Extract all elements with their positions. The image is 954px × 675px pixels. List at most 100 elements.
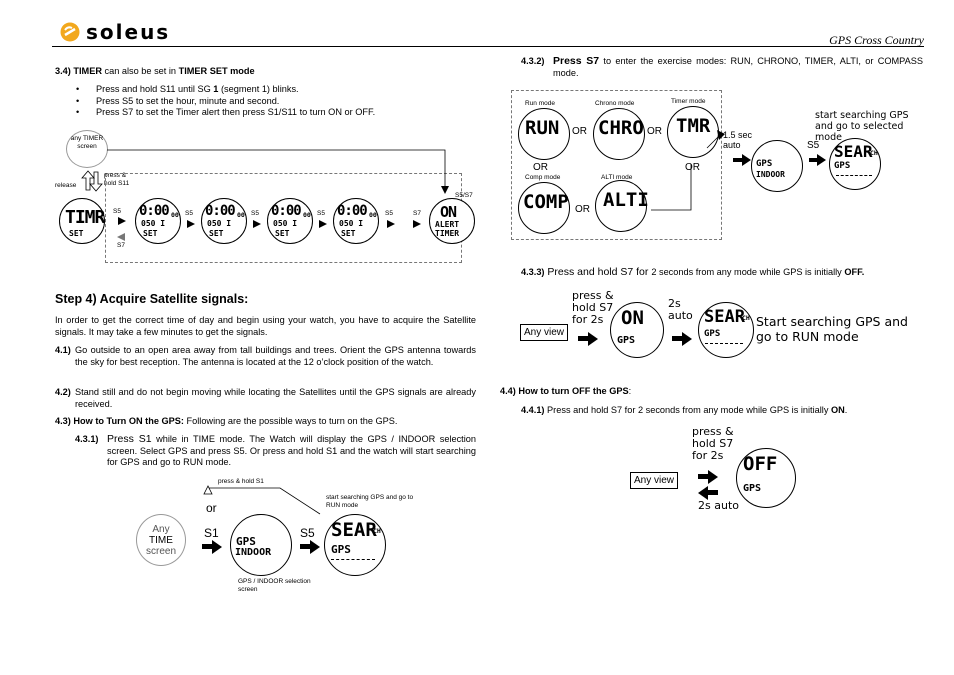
timer-watch-6: ON ALERT TIMER xyxy=(429,198,475,244)
right-arrow-icon xyxy=(187,220,195,228)
start-search-selected-label: start searching GPS and go to selected m… xyxy=(815,110,909,143)
right-arrow-icon xyxy=(118,217,126,225)
start-search-run-label: Start searching GPS and go to RUN mode xyxy=(756,314,908,344)
s34-title-c: TIMER SET mode xyxy=(178,66,255,76)
start-search-label: start searching GPS and go to RUN mode xyxy=(326,494,414,509)
any-timer-label: any TIMER screen xyxy=(70,135,104,150)
section-4-2: 4.2) Stand still and do not begin moving… xyxy=(55,387,476,409)
gps-on-diagram: Any view press & hold S7 for 2s ON GPS 2… xyxy=(518,288,928,368)
exercise-modes-frame xyxy=(511,90,722,240)
gps-indoor-watch: GPS INDOOR xyxy=(230,514,292,576)
left-arrow-icon xyxy=(698,486,708,500)
brand-name: soleus xyxy=(86,20,171,44)
timer-watch-3: 0:00 00 050 I SET xyxy=(201,198,247,244)
press-hold-s1-lines xyxy=(203,485,321,515)
section-4-3-2: 4.3.2) Press S7 to enter the exercise mo… xyxy=(521,55,923,78)
right-arrow-icon xyxy=(682,332,692,346)
timer-watch-5: 0:00 00 050 I SET xyxy=(333,198,379,244)
right-arrow-icon xyxy=(319,220,327,228)
s5s7-label: S5/S7 xyxy=(455,192,473,199)
s7-label-1: S7 xyxy=(117,242,125,249)
s5-label: S5 xyxy=(300,526,315,540)
timer-mode-label: Timer mode xyxy=(671,98,706,105)
timer-set-diagram: any TIMER screen release press & hold S1… xyxy=(55,128,485,266)
s34-bullet-2: Press S5 to set the hour, minute and sec… xyxy=(74,96,484,108)
soleus-logo: soleus xyxy=(60,20,170,44)
s5-label-r: S5 xyxy=(807,140,820,151)
s5-label-4: S5 xyxy=(317,210,325,217)
timer-watch: TMR xyxy=(667,106,719,158)
right-arrow-icon xyxy=(742,154,751,166)
section-4-3-3: 4.3.3) Press and hold S7 for 2 seconds f… xyxy=(521,266,865,278)
s5-label-2: S5 xyxy=(185,210,193,217)
mode-connector-lines xyxy=(651,130,725,211)
right-arrow-icon xyxy=(413,220,421,228)
right-arrow-icon xyxy=(588,332,598,346)
timer-watch-4: 0:00 00 050 I SET xyxy=(267,198,313,244)
gps-indoor-watch-2: GPS INDOOR xyxy=(751,140,803,192)
s5-label-1: S5 xyxy=(113,208,121,215)
press-hold-s11-label: press & hold S11 xyxy=(104,172,130,187)
any-timer-screen xyxy=(66,130,108,168)
up-down-arrow-icon xyxy=(81,170,103,192)
gps-on-watch: ON GPS xyxy=(610,302,664,358)
alti-watch: ALTI xyxy=(595,180,649,232)
section-4-3: 4.3) How to Turn ON the GPS: Following a… xyxy=(55,416,398,426)
or-label-5: OR xyxy=(575,204,590,215)
step4-title: Step 4) Acquire Satellite signals: xyxy=(55,292,249,306)
exercise-modes-diagram: Run mode Chrono mode Timer mode RUN OR C… xyxy=(511,90,931,240)
comp-mode-label: Comp mode xyxy=(525,174,561,181)
doc-title: GPS Cross Country xyxy=(829,33,924,47)
auto-label-2: 2s auto xyxy=(698,499,739,512)
or-label-2: OR xyxy=(647,126,662,137)
s5-label-3: S5 xyxy=(251,210,259,217)
searching-watch-3: SEAR CH GPS xyxy=(698,302,754,358)
s34-title-a: 3.4) TIMER xyxy=(55,66,102,76)
section-4-4-title: 4.4) How to turn OFF the GPS: xyxy=(500,386,632,396)
any-view-box-2: Any view xyxy=(630,472,679,489)
s34-title-b: can also be set in xyxy=(101,66,179,76)
press-hold-label: press & hold S7 for 2s xyxy=(572,289,614,326)
s5-label-5: S5 xyxy=(385,210,393,217)
section-3-4-title: 3.4) TIMER can also be set in TIMER SET … xyxy=(55,66,475,78)
comp-watch: COMP xyxy=(518,182,570,234)
press-hold-s1-label: press & hold S1 xyxy=(218,478,264,485)
press-hold-label-2: press & hold S7 for 2s xyxy=(692,425,734,462)
auto-label: 2s auto xyxy=(668,297,693,322)
soleus-logo-icon xyxy=(60,22,80,42)
or-label-4: OR xyxy=(685,162,700,173)
gps-off-watch: OFF GPS xyxy=(736,448,796,508)
searching-watch-2: SEAR CH GPS xyxy=(829,138,881,190)
left-arrow-icon xyxy=(117,233,125,241)
any-view-box: Any view xyxy=(520,324,569,341)
sec-auto-label: 1.5 sec auto xyxy=(723,130,753,150)
return-path-lines xyxy=(107,149,449,194)
right-arrow-icon xyxy=(212,540,222,554)
right-arrow-icon xyxy=(387,220,395,228)
or-label-3: OR xyxy=(533,162,548,173)
chrono-watch: CHRO xyxy=(593,108,645,160)
header-rule xyxy=(52,46,924,47)
section-3-4-list: Press and hold S11 until SG 1 (segment 1… xyxy=(74,84,484,119)
alti-mode-label: ALTI mode xyxy=(601,174,633,181)
s1-label: S1 xyxy=(204,526,219,540)
s7-label-2: S7 xyxy=(413,210,421,217)
step4-intro: In order to get the correct time of day … xyxy=(55,315,476,337)
section-4-1: 4.1) Go outside to an open area away fro… xyxy=(55,345,476,367)
gps-off-diagram: Any view press & hold S7 for 2s 2s auto … xyxy=(628,424,808,516)
gps-indoor-caption: GPS / INDOOR selection screen xyxy=(238,578,311,593)
section-4-3-1: 4.3.1) Press S1 while in TIME mode. The … xyxy=(75,433,476,467)
right-arrow-icon xyxy=(310,540,320,554)
section-4-4-1: 4.4.1) Press and hold S7 for 2 seconds f… xyxy=(521,405,848,415)
right-arrow-icon xyxy=(708,470,718,484)
or-label: or xyxy=(206,501,217,515)
run-mode-label: Run mode xyxy=(525,100,555,107)
gps-indoor-diagram: press & hold S1 or start searching GPS a… xyxy=(130,474,420,604)
right-arrow-icon xyxy=(817,154,826,166)
right-arrow-icon xyxy=(253,220,261,228)
timer-watch-1: TIMR SET xyxy=(59,198,105,244)
timer-watch-2: 0:00 00 050 I SET xyxy=(135,198,181,244)
or-label-1: OR xyxy=(572,126,587,137)
s34-bullet-1: Press and hold S11 until SG 1 (segment 1… xyxy=(74,84,484,96)
